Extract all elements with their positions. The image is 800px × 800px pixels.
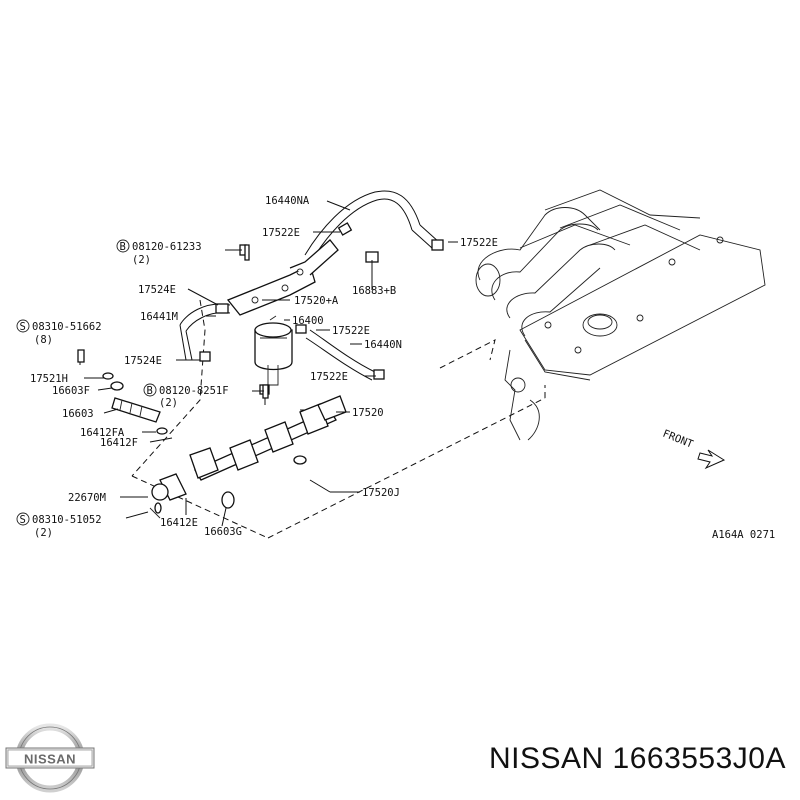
front-label: FRONT (661, 428, 695, 451)
label-17521h: 17521H (30, 373, 68, 385)
label-08310-51052: 08310-51052 (32, 514, 102, 526)
circle-s-marker: S (20, 321, 26, 333)
label-17522e-right: 17522E (460, 237, 498, 249)
part-caption: NISSAN 1663553J0A (488, 742, 786, 775)
label-16412e: 16412E (160, 517, 198, 529)
label-08120-61233-qty: (2) (132, 254, 151, 266)
label-17524e-b: 17524E (124, 355, 162, 367)
fuel-bracket (226, 239, 339, 316)
label-16440na: 16440NA (265, 195, 310, 207)
label-17524e-a: 17524E (138, 284, 176, 296)
label-08120-8251f: 08120-8251F (159, 385, 229, 397)
logo-text: NISSAN (24, 752, 76, 767)
label-16603: 16603 (62, 408, 94, 420)
label-16400: 16400 (292, 315, 324, 327)
label-17520j: 17520J (362, 487, 400, 499)
label-16603g: 16603G (204, 526, 242, 538)
label-17522e-low: 17522E (310, 371, 348, 383)
label-16412fa: 16412FA (80, 427, 125, 439)
label-08310-51662: 08310-51662 (32, 321, 102, 333)
part-labels: 16440NA 17522E 17522E 08120-61233 (2) 17… (30, 195, 498, 539)
label-16603f: 16603F (52, 385, 90, 397)
circle-b-marker: B (147, 385, 153, 397)
label-22670m: 22670M (68, 492, 106, 504)
label-16412f: 16412F (100, 437, 138, 449)
nissan-logo: NISSAN (5, 723, 95, 793)
label-17522e-mid: 17522E (332, 325, 370, 337)
label-08310-51052-qty: (2) (34, 527, 53, 539)
leader-lines (79, 200, 458, 527)
label-16883b: 16883+B (352, 285, 396, 297)
circle-s-marker: S (20, 514, 26, 526)
front-arrow: FRONT (661, 428, 726, 470)
label-17520a: 17520+A (294, 295, 339, 307)
label-08120-61233: 08120-61233 (132, 241, 202, 253)
fuel-rail-assembly (77, 244, 347, 519)
circle-markers: B S B S (16, 239, 157, 526)
circle-b-marker: B (120, 241, 126, 253)
label-16441m: 16441M (140, 311, 178, 323)
reference-code: A164A 0271 (712, 529, 775, 541)
label-17520: 17520 (352, 407, 384, 419)
label-08310-51662-qty: (8) (34, 334, 53, 346)
label-17522e-top: 17522E (262, 227, 300, 239)
fuel-filter (254, 315, 293, 386)
label-08120-8251f-qty: (2) (159, 397, 178, 409)
engine-intake-manifold (475, 189, 766, 441)
label-16440n: 16440N (364, 339, 402, 351)
